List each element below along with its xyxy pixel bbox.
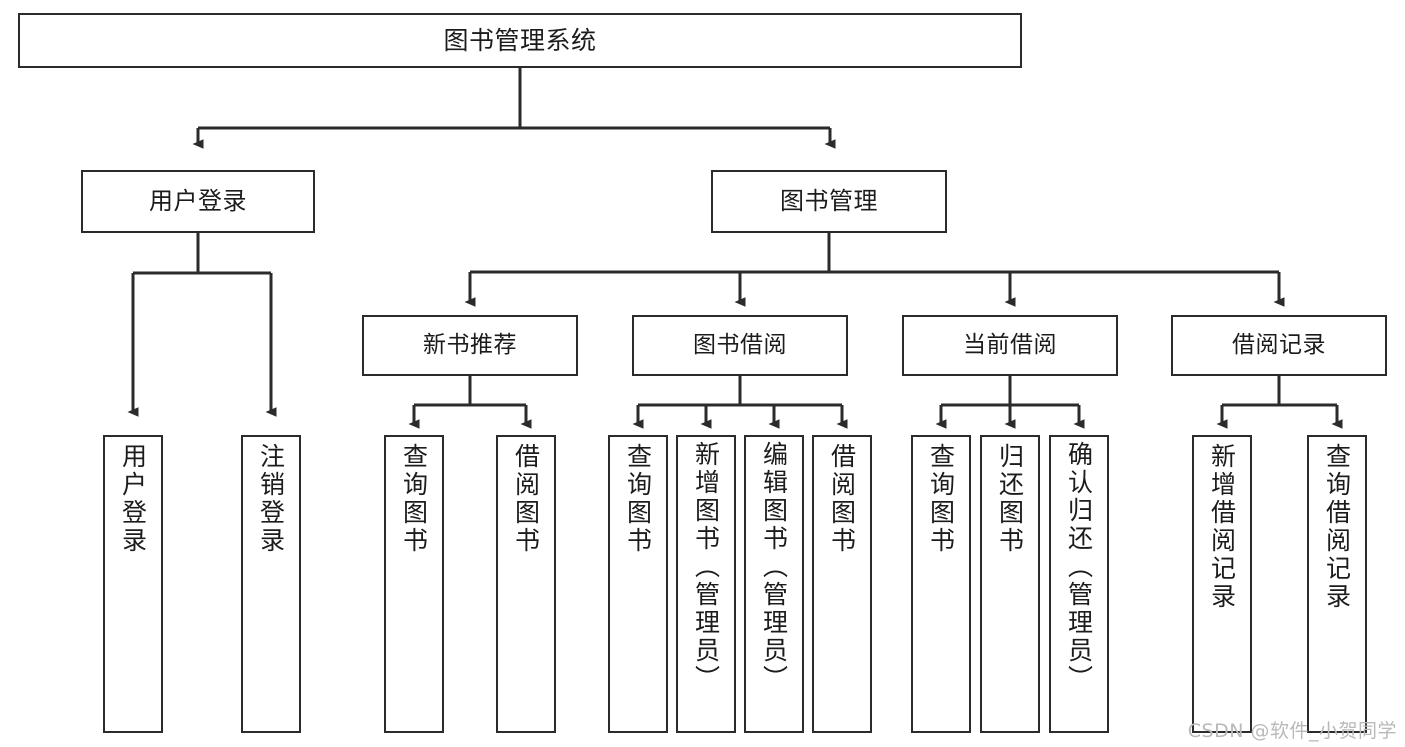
node-leaf-user-login[interactable]: 用户登录 <box>103 435 163 733</box>
node-label: 借阅记录 <box>1232 331 1326 358</box>
node-label: 新增借阅记录 <box>1207 443 1237 611</box>
node-label: 查询图书 <box>926 443 956 555</box>
node-leaf-logout[interactable]: 注销登录 <box>241 435 301 733</box>
node-leaf-query-book-2[interactable]: 查询图书 <box>608 435 668 733</box>
node-label: 查询图书 <box>623 443 653 555</box>
node-label: 查询借阅记录 <box>1322 443 1352 611</box>
node-label: 借阅图书 <box>827 443 857 555</box>
node-leaf-borrow-book-1[interactable]: 借阅图书 <box>496 435 556 733</box>
node-label: 编辑图书（管理员） <box>759 441 789 693</box>
node-label: 注销登录 <box>256 443 286 555</box>
node-user-login[interactable]: 用户登录 <box>81 170 315 233</box>
node-current-borrow[interactable]: 当前借阅 <box>902 315 1118 376</box>
node-borrow-record[interactable]: 借阅记录 <box>1171 315 1387 376</box>
node-label: 图书管理系统 <box>443 25 597 55</box>
node-leaf-confirm-return[interactable]: 确认归还（管理员） <box>1049 435 1109 733</box>
node-leaf-query-book-3[interactable]: 查询图书 <box>911 435 971 733</box>
node-label: 确认归还（管理员） <box>1064 441 1094 693</box>
node-book-borrow[interactable]: 图书借阅 <box>632 315 848 376</box>
node-leaf-return-book[interactable]: 归还图书 <box>980 435 1040 733</box>
node-label: 图书借阅 <box>693 331 787 358</box>
node-label: 图书管理 <box>780 187 878 216</box>
node-leaf-add-book[interactable]: 新增图书（管理员） <box>676 435 736 733</box>
node-book-manage[interactable]: 图书管理 <box>711 170 947 233</box>
node-label: 用户登录 <box>149 187 247 216</box>
node-label: 新增图书（管理员） <box>691 441 721 693</box>
node-new-book-recommend[interactable]: 新书推荐 <box>362 315 578 376</box>
node-label: 查询图书 <box>399 443 429 555</box>
node-label: 借阅图书 <box>511 443 541 555</box>
node-root-system[interactable]: 图书管理系统 <box>18 13 1022 68</box>
node-leaf-borrow-book-2[interactable]: 借阅图书 <box>812 435 872 733</box>
node-label: 新书推荐 <box>423 331 517 358</box>
node-label: 归还图书 <box>995 443 1025 555</box>
node-leaf-query-record[interactable]: 查询借阅记录 <box>1307 435 1367 733</box>
node-leaf-query-book-1[interactable]: 查询图书 <box>384 435 444 733</box>
node-leaf-edit-book[interactable]: 编辑图书（管理员） <box>744 435 804 733</box>
node-label: 用户登录 <box>118 443 148 555</box>
csdn-watermark: CSDN @软件_小贺同学 <box>1187 720 1397 742</box>
node-leaf-add-record[interactable]: 新增借阅记录 <box>1192 435 1252 733</box>
node-label: 当前借阅 <box>963 331 1057 358</box>
